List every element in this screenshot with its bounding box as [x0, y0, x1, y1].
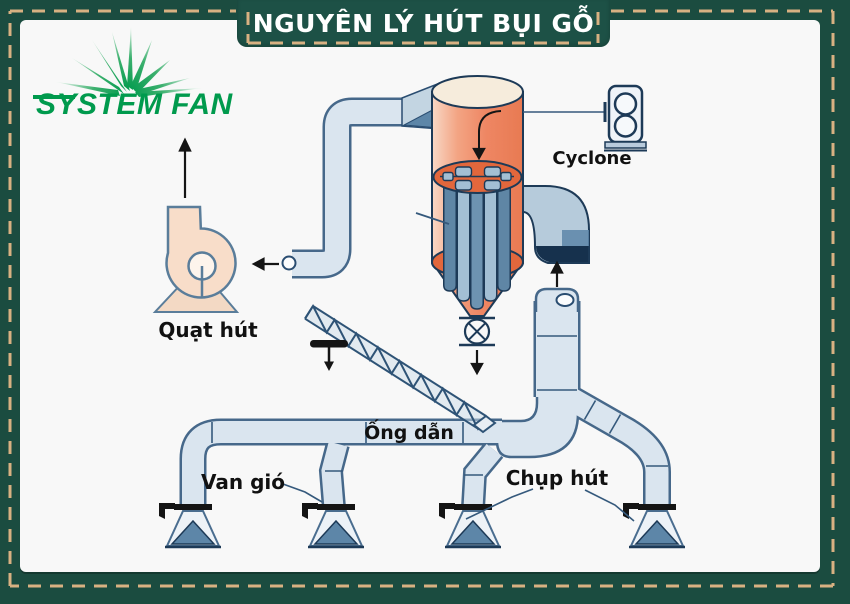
content-panel [20, 20, 820, 572]
page-title: NGUYÊN LÝ HÚT BỤI GỖ [252, 9, 595, 38]
title-banner: NGUYÊN LÝ HÚT BỤI GỖ [237, 0, 610, 47]
